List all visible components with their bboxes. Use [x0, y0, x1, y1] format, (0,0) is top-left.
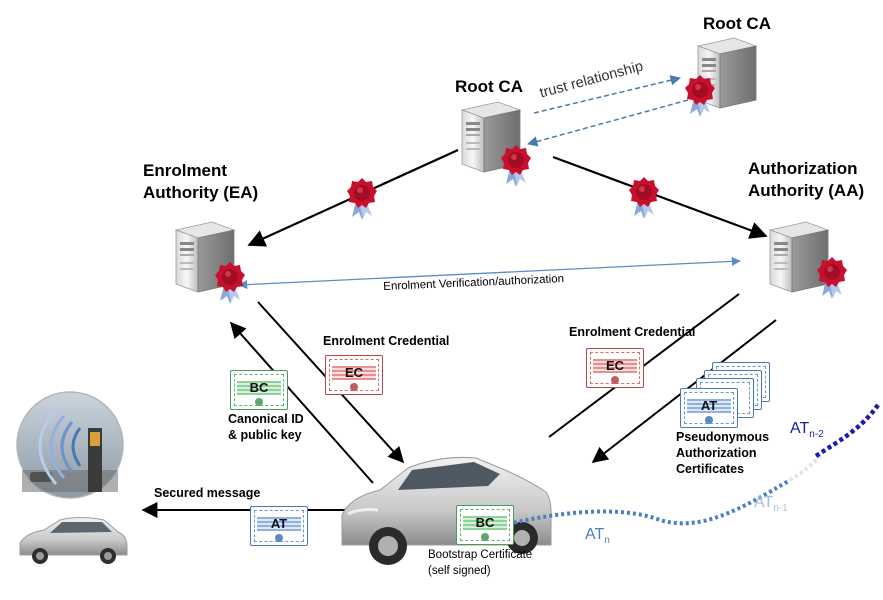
canonical-id-label-line2: & public key	[228, 428, 302, 442]
aa-seal-icon	[817, 257, 847, 299]
at-trail-older	[814, 403, 880, 458]
bootstrap-label-line1: Bootstrap Certificate	[428, 549, 533, 561]
root-ca-main-label: Root CA	[455, 77, 523, 96]
aa-link-seal-icon	[629, 177, 659, 219]
at-n-sub: n	[604, 535, 610, 547]
bc-certificate-car: BC	[456, 505, 514, 545]
root-ca-other-seal-icon	[685, 75, 715, 117]
cert-code: BC	[249, 380, 269, 395]
at-n1-sub: n-1	[773, 503, 788, 515]
at-n2-main: AT	[790, 420, 810, 437]
bc-certificate-left: BC	[230, 370, 288, 410]
aa-label-line2: Authority (AA)	[748, 181, 865, 200]
aa-server-icon	[769, 221, 829, 293]
canonical-id-label-line1: Canonical ID	[228, 412, 304, 426]
roadside-unit-icon	[16, 391, 124, 499]
ec-certificate-right: EC	[586, 348, 644, 388]
ea-label-line1: Enrolment	[143, 161, 228, 180]
at-n2-sub: n-2	[809, 429, 824, 441]
root-ca-other-label: Root CA	[703, 14, 771, 33]
pseudonymous-label-line3: Certificates	[676, 462, 745, 476]
ea-link-seal-icon	[347, 178, 377, 220]
at-certificate-message: AT	[250, 506, 308, 546]
cert-code: AT	[700, 398, 718, 413]
root-ca-main-seal-icon	[501, 145, 531, 187]
at-trail-faded	[788, 453, 824, 482]
pseudonymous-label-line1: Pseudonymous	[676, 430, 770, 444]
ea-seal-icon	[215, 262, 245, 304]
at-n1-label: ATn-1	[754, 494, 788, 514]
aa-label-line1: Authorization	[748, 159, 858, 178]
verification-arrow	[238, 256, 741, 290]
vehicle-to-ea-arrow	[229, 321, 374, 484]
cert-code: EC	[344, 365, 364, 380]
at-n2-label: ATn-2	[790, 420, 824, 440]
enrolment-credential-right-label: Enrolment Credential	[569, 325, 696, 339]
at-n-label: ATn	[585, 526, 610, 546]
cert-code: BC	[475, 515, 495, 530]
trust-arrow-lower	[526, 99, 689, 147]
vehicle-to-aa-line	[548, 293, 740, 438]
at-certificate-stack: AT	[680, 388, 738, 428]
bootstrap-label-line2: (self signed)	[428, 565, 491, 577]
ec-certificate-left: EC	[325, 355, 383, 395]
ea-label-line2: Authority (EA)	[143, 183, 259, 202]
rootca-to-aa-arrow	[552, 155, 768, 239]
at-n-main: AT	[585, 526, 605, 543]
trust-arrow-upper	[533, 75, 682, 114]
cert-code: AT	[270, 516, 288, 531]
receiving-car-icon	[19, 517, 128, 564]
at-trail-current	[507, 478, 792, 526]
cert-code: EC	[605, 358, 625, 373]
enrolment-credential-left-label: Enrolment Credential	[323, 334, 450, 348]
pseudonymous-label-line2: Authorization	[676, 446, 757, 460]
secured-message-label: Secured message	[154, 486, 261, 500]
at-n1-main: AT	[754, 494, 774, 511]
